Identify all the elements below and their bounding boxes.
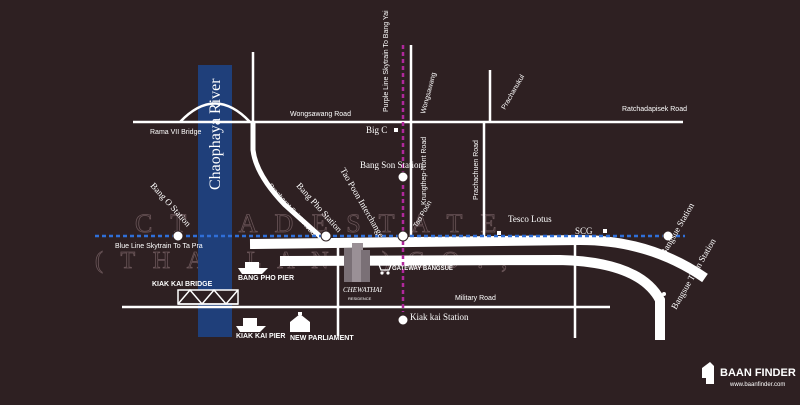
military-road-label: Military Road — [455, 295, 496, 302]
scg-label: SCG — [575, 226, 593, 236]
wongsawang-small-label: Wongsawang — [420, 72, 438, 115]
baan-finder-logo: BAAN FINDER www.baanfinder.com — [702, 362, 796, 388]
gateway-label: GATEWAY BANGSUE — [392, 266, 453, 272]
new-parliament-label: NEW PARLIAMENT — [290, 335, 354, 342]
kiak-kai-station-label: Kiak kai Station — [410, 312, 469, 322]
krungthep-nont-label: Krungthep-Nont Road — [421, 137, 428, 205]
prachanukul-label: Prachanukul — [501, 73, 527, 111]
boat-icon-bang-pho — [238, 262, 268, 274]
rama-vii-label: Rama VII Bridge — [150, 129, 201, 136]
blue-line-label: Blue Line Skytrain To Ta Pra — [115, 243, 203, 250]
building-icon — [344, 243, 370, 282]
scg-dot — [603, 229, 607, 233]
boat-icon-kiak-kai — [236, 318, 266, 332]
river-label: Chaophaya River — [207, 78, 224, 190]
purple-line-label: Purple Line Skytrain To Bang Yai — [383, 10, 390, 112]
logo-mark — [702, 362, 714, 384]
bang-son-station-label: Bang Son Station — [360, 160, 424, 170]
pracharat-sai-2-road-lower — [279, 254, 665, 340]
station-marker-bang-son — [397, 171, 409, 183]
brand-url: www.baanfinder.com — [729, 382, 785, 388]
prachachuen-label: Prachachuen Road — [473, 140, 480, 200]
road-network — [122, 45, 708, 340]
rama-vii-bridge-arc — [179, 102, 251, 123]
tesco-label: Tesco Lotus — [508, 214, 552, 224]
station-markers — [172, 171, 674, 326]
station-marker-bang-o — [172, 230, 184, 242]
kiak-kai-bridge-label: KIAK KAI BRIDGE — [152, 281, 213, 288]
station-marker-bang-pho — [320, 230, 332, 242]
chewathai-sub-label: RESIDENCE — [348, 296, 372, 301]
shopping-cart-icon — [375, 261, 392, 275]
ratchadapisek-road-label: Ratchadapisek Road — [622, 106, 687, 113]
pracharat-sai-1-road — [250, 122, 324, 240]
tesco-dot — [497, 231, 501, 235]
bangsue-train-station-label: Bangsue Train Station — [669, 236, 718, 311]
pracharat-sai-2-label: Pracharat Sai 2 Road — [453, 257, 520, 264]
landmark-labels: Rama VII Bridge Big C Tesco Lotus SCG BA… — [150, 125, 593, 342]
bangsue-station-label: Bangsue Station — [658, 201, 696, 257]
station-marker-bangsue — [662, 230, 674, 242]
chewathai-label: CHEWATHAI — [343, 286, 383, 294]
bangsue-train-dot — [662, 292, 666, 296]
pracharat-sai-2-road-upper — [249, 234, 708, 283]
wongsawang-road-label: Wongsawang Road — [290, 111, 351, 118]
station-marker-kiak-kai — [397, 314, 409, 326]
kiak-kai-pier-label: KIAK KAI PIER — [236, 333, 285, 340]
bang-pho-pier-label: BANG PHO PIER — [238, 275, 294, 282]
brand-name: BAAN FINDER — [720, 367, 796, 379]
station-marker-tao-poon — [397, 230, 409, 242]
big-c-dot — [394, 128, 398, 132]
parliament-icon — [290, 312, 310, 332]
big-c-label: Big C — [366, 125, 387, 135]
kiak-kai-bridge-icon — [177, 288, 239, 306]
landmark-dots — [394, 128, 666, 296]
